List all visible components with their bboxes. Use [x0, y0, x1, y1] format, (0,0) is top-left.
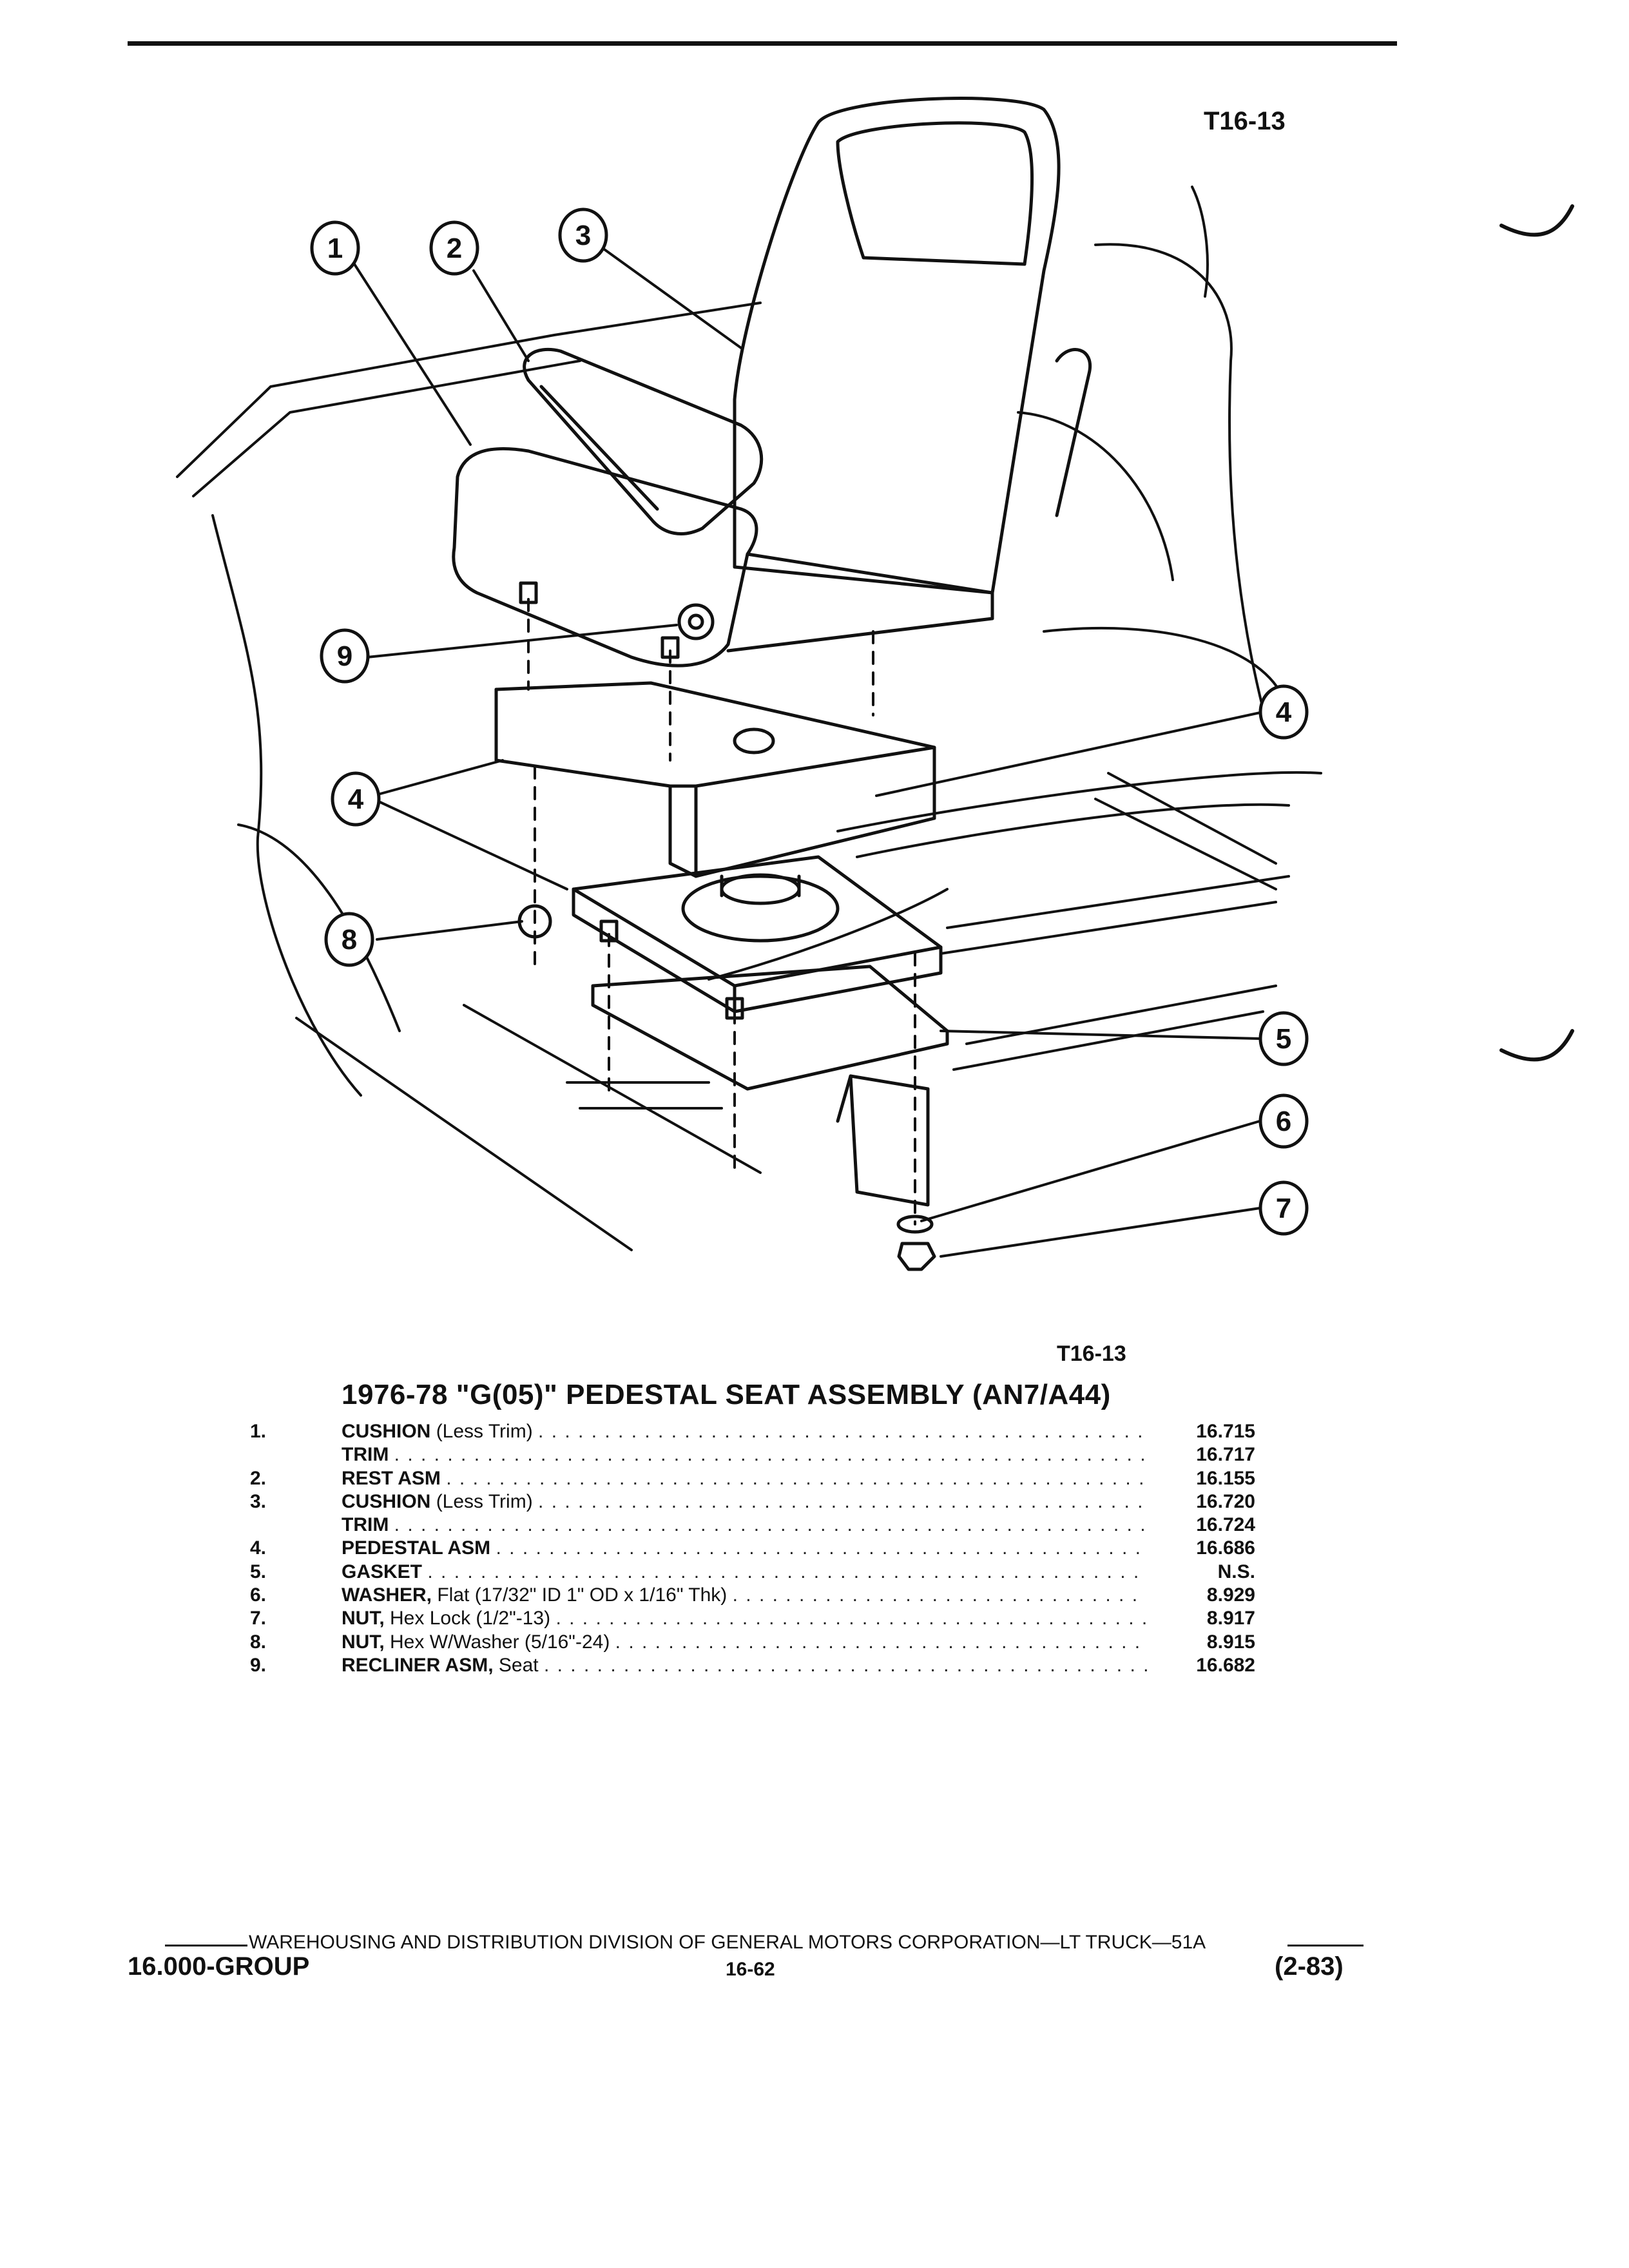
- pedestal-box: [494, 681, 936, 878]
- part-qualifier: Flat (17/32" ID 1" OD x 1/16" Thk): [437, 1584, 728, 1606]
- parts-row: TRIM . . . . . . . . . . . . . . . . . .…: [250, 1443, 1255, 1466]
- part-name: PEDESTAL ASM: [342, 1537, 491, 1559]
- part-number: 3.: [250, 1490, 267, 1512]
- part-description: RECLINER ASM, Seat . . . . . . . . . . .…: [342, 1654, 1147, 1676]
- callout-4-right: 4: [1276, 697, 1292, 728]
- part-qualifier: Hex Lock (1/2"-13): [390, 1608, 551, 1629]
- part-qualifier: Seat: [498, 1654, 539, 1676]
- part-number: 8.: [250, 1631, 267, 1653]
- callout-5: 5: [1276, 1023, 1291, 1055]
- parts-row: 5. GASKET . . . . . . . . . . . . . . . …: [250, 1561, 1255, 1584]
- part-qualifier: (Less Trim): [436, 1490, 533, 1512]
- part-code: 16.720: [1196, 1490, 1255, 1512]
- footer-group: 16.000-GROUP: [128, 1952, 310, 1981]
- parts-row: 9. RECLINER ASM, Seat . . . . . . . . . …: [250, 1654, 1255, 1677]
- parts-list: 1. CUSHION (Less Trim) . . . . . . . . .…: [250, 1420, 1255, 1677]
- footer-division-line: WAREHOUSING AND DISTRIBUTION DIVISION OF…: [165, 1932, 1206, 1954]
- part-name: TRIM: [342, 1514, 389, 1536]
- part-qualifier: (Less Trim): [436, 1421, 533, 1442]
- part-description: TRIM . . . . . . . . . . . . . . . . . .…: [342, 1514, 1147, 1536]
- part-description: NUT, Hex W/Washer (5/16"-24) . . . . . .…: [342, 1631, 1147, 1653]
- pedestal-plate: [572, 855, 943, 1014]
- part-number: 7.: [250, 1608, 267, 1629]
- part-code: 16.717: [1196, 1444, 1255, 1466]
- figure-code-bottom: T16-13: [1057, 1341, 1126, 1366]
- part-code: 16.155: [1196, 1467, 1255, 1489]
- parts-list-title: 1976-78 "G(05)" PEDESTAL SEAT ASSEMBLY (…: [342, 1379, 1111, 1410]
- seat-assembly-illustration: 1 2 3 4 9 4 8 5 6 7: [176, 97, 1574, 1271]
- seat-back: [733, 97, 1061, 595]
- part-code: 8.917: [1206, 1608, 1255, 1629]
- assembly-lines: [527, 598, 916, 1225]
- part-name: REST ASM: [342, 1467, 441, 1489]
- floor-bracket: [836, 1074, 930, 1207]
- footer-trail-rule: [1287, 1945, 1364, 1946]
- part-number: 4.: [250, 1537, 267, 1559]
- parts-row: 3. CUSHION (Less Trim) . . . . . . . . .…: [250, 1490, 1255, 1514]
- part-code: 16.686: [1196, 1537, 1255, 1559]
- part-name: CUSHION: [342, 1421, 431, 1442]
- part-name: CUSHION: [342, 1490, 431, 1512]
- part-code: 8.915: [1206, 1631, 1255, 1653]
- footer-date: (2-83): [1275, 1952, 1344, 1981]
- arm-rest: [523, 347, 1092, 535]
- part-name: NUT,: [342, 1608, 385, 1629]
- part-name: GASKET: [342, 1561, 423, 1582]
- leader-lines: [353, 247, 1264, 1258]
- top-rule: [128, 41, 1397, 46]
- part-description: CUSHION (Less Trim) . . . . . . . . . . …: [342, 1490, 1147, 1512]
- seat-cushion: [452, 447, 994, 668]
- callout-8: 8: [342, 924, 357, 956]
- part-description: CUSHION (Less Trim) . . . . . . . . . . …: [342, 1421, 1147, 1442]
- part-name: WASHER,: [342, 1584, 432, 1606]
- callout-6: 6: [1276, 1106, 1291, 1137]
- parts-row: 2. REST ASM . . . . . . . . . . . . . . …: [250, 1467, 1255, 1490]
- part-qualifier: Hex W/Washer (5/16"-24): [390, 1631, 610, 1653]
- parts-row: 1. CUSHION (Less Trim) . . . . . . . . .…: [250, 1420, 1255, 1443]
- part-description: WASHER, Flat (17/32" ID 1" OD x 1/16" Th…: [342, 1584, 1147, 1606]
- callout-numbers: 1 2 3 4 9 4 8 5 6 7: [327, 220, 1292, 1224]
- callout-3: 3: [575, 220, 591, 251]
- recliner-knob: [677, 603, 715, 640]
- part-number: 9.: [250, 1654, 267, 1676]
- footer-lead-rule: [165, 1945, 247, 1946]
- part-number: 2.: [250, 1467, 267, 1489]
- binder-marks: [1499, 204, 1574, 1062]
- part-code: 16.682: [1196, 1654, 1255, 1676]
- callout-9: 9: [337, 640, 352, 672]
- callout-7: 7: [1276, 1193, 1291, 1224]
- figure-code-top: T16-13: [1204, 107, 1286, 135]
- gasket: [591, 965, 949, 1091]
- vehicle-body-outline: [176, 186, 1322, 1251]
- part-name: NUT,: [342, 1631, 385, 1653]
- part-code: 8.929: [1206, 1584, 1255, 1606]
- part-description: PEDESTAL ASM . . . . . . . . . . . . . .…: [342, 1537, 1147, 1559]
- footer-page-number: 16-62: [726, 1959, 775, 1980]
- swivel-base: [681, 873, 840, 943]
- part-description: NUT, Hex Lock (1/2"-13) . . . . . . . . …: [342, 1608, 1147, 1629]
- part-number: 6.: [250, 1584, 267, 1606]
- parts-row: 4. PEDESTAL ASM . . . . . . . . . . . . …: [250, 1537, 1255, 1560]
- footer-division-text: WAREHOUSING AND DISTRIBUTION DIVISION OF…: [249, 1932, 1206, 1953]
- callout-circles: [310, 207, 1309, 1236]
- part-description: REST ASM . . . . . . . . . . . . . . . .…: [342, 1467, 1147, 1489]
- part-number: 5.: [250, 1561, 267, 1582]
- parts-row: 7. NUT, Hex Lock (1/2"-13) . . . . . . .…: [250, 1607, 1255, 1630]
- parts-row: TRIM . . . . . . . . . . . . . . . . . .…: [250, 1514, 1255, 1537]
- part-code: N.S.: [1217, 1561, 1255, 1582]
- part-name: RECLINER ASM,: [342, 1654, 494, 1676]
- callout-4-left: 4: [348, 783, 364, 815]
- part-description: GASKET . . . . . . . . . . . . . . . . .…: [342, 1561, 1147, 1582]
- callout-2: 2: [447, 233, 462, 264]
- callout-1: 1: [327, 233, 343, 264]
- part-number: 1.: [250, 1421, 267, 1442]
- parts-row: 6. WASHER, Flat (17/32" ID 1" OD x 1/16"…: [250, 1584, 1255, 1607]
- part-description: TRIM . . . . . . . . . . . . . . . . . .…: [342, 1444, 1147, 1466]
- part-code: 16.715: [1196, 1421, 1255, 1442]
- part-code: 16.724: [1196, 1514, 1255, 1536]
- part-name: TRIM: [342, 1444, 389, 1466]
- parts-row: 8. NUT, Hex W/Washer (5/16"-24) . . . . …: [250, 1631, 1255, 1654]
